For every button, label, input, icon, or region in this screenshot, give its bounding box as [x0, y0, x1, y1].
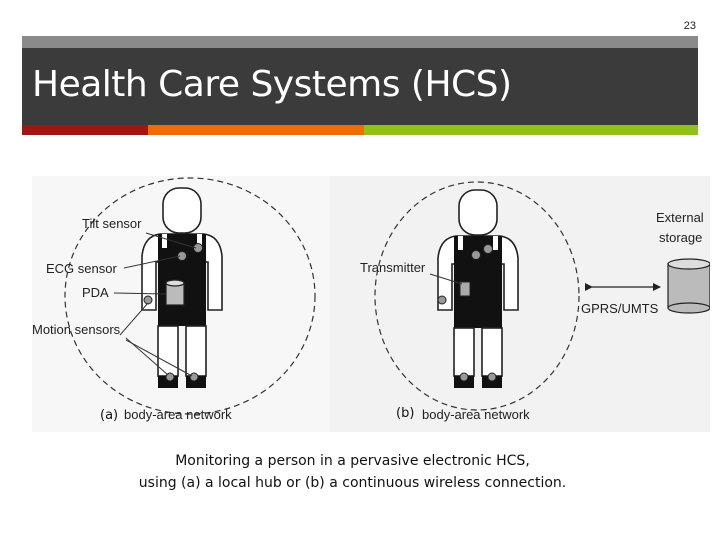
page-number: 23: [683, 20, 696, 32]
title-band: Health Care Systems (HCS): [22, 48, 698, 125]
tilt-sensor-pointer: [145, 232, 197, 249]
panel-b-background: [330, 176, 710, 432]
accent-bar-green: [364, 125, 698, 135]
motion-sensor-pointer-3: [125, 339, 193, 377]
title-top-strip: [22, 36, 698, 48]
caption-line-1: Monitoring a person in a pervasive elect…: [175, 453, 530, 469]
transmitter-device: [459, 281, 471, 297]
tilt-sensor-label: Tilt sensor: [82, 216, 142, 231]
slide-title: Health Care Systems (HCS): [32, 64, 512, 105]
figure-caption: Monitoring a person in a pervasive elect…: [0, 450, 705, 494]
pda-device: [165, 279, 185, 306]
transmitter-label: Transmitter: [360, 260, 426, 275]
motion-sensors-label: Motion sensors: [32, 322, 121, 337]
transmitter-pointer: [429, 273, 463, 285]
storage-cylinder-icon: [667, 258, 710, 314]
panel-b: Transmitter GPRS/UMTS External storage b…: [330, 176, 710, 432]
panel-b-tag: (b): [396, 406, 415, 421]
external-storage-label-line1: External: [656, 210, 704, 225]
gprs-umts-label: GPRS/UMTS: [581, 301, 659, 316]
panel-a: Tilt sensor ECG sensor PDA Motion sensor…: [32, 177, 316, 422]
ecg-sensor-pointer: [123, 255, 181, 269]
body-area-network-boundary-b: [374, 181, 580, 411]
accent-bar-orange: [148, 125, 364, 135]
caption-line-2: using (a) a local hub or (b) a continuou…: [138, 475, 567, 491]
external-storage-label-line2: storage: [659, 230, 702, 245]
ecg-sensor-label: ECG sensor: [46, 261, 117, 276]
network-label-b: body-area network: [422, 407, 530, 422]
person-figure-a: [141, 187, 223, 388]
panel-a-tag: (a): [100, 408, 119, 423]
motion-sensor-pointer-1: [119, 302, 149, 336]
hcs-diagram: Tilt sensor ECG sensor PDA Motion sensor…: [32, 176, 710, 432]
pda-pointer: [113, 292, 167, 295]
network-label-a: body-area network: [124, 407, 232, 422]
hcs-figure: Tilt sensor ECG sensor PDA Motion sensor…: [32, 176, 710, 432]
body-area-network-boundary-a: [64, 177, 316, 415]
pda-label: PDA: [82, 285, 109, 300]
accent-bar-red: [22, 125, 148, 135]
